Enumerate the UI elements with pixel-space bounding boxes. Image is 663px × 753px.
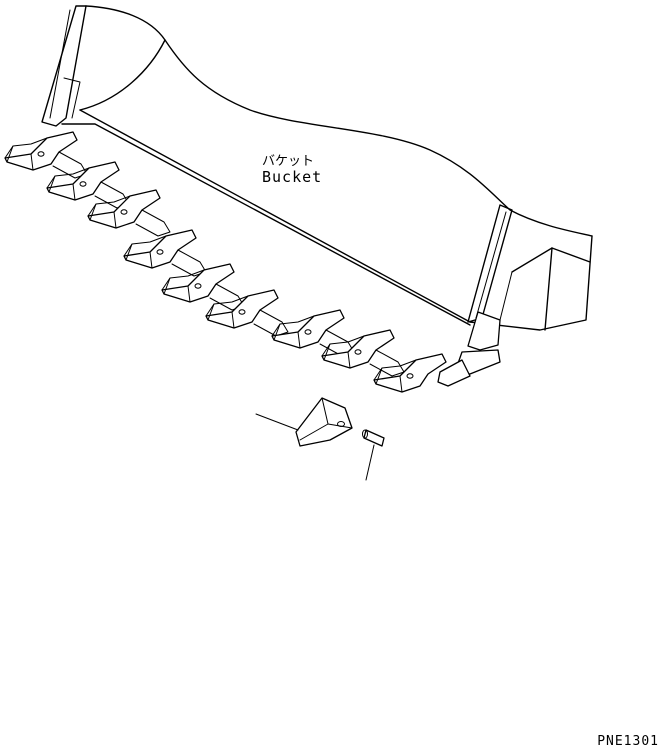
bucket-label-en: Bucket [262,168,323,186]
teeth-row [4,131,447,393]
tooth [87,189,171,237]
tooth [373,353,447,393]
top-edge [85,5,593,237]
tooth-leader-line [255,413,299,431]
tooth [321,329,405,377]
tooth [4,131,88,179]
tooth [161,263,245,311]
tooth [46,161,130,209]
drawing-code: PNE1301 [597,734,659,749]
right-side-plate [467,204,513,323]
tooth [123,229,207,277]
left-side-plate [41,5,87,127]
bucket-label-jp: バケット [262,154,315,169]
tooth [205,289,289,337]
exploded-tooth [255,397,353,447]
cutting-edge [79,109,471,323]
bucket-body [41,5,593,387]
pin-leader-line [365,444,375,481]
exploded-pin [362,429,385,481]
